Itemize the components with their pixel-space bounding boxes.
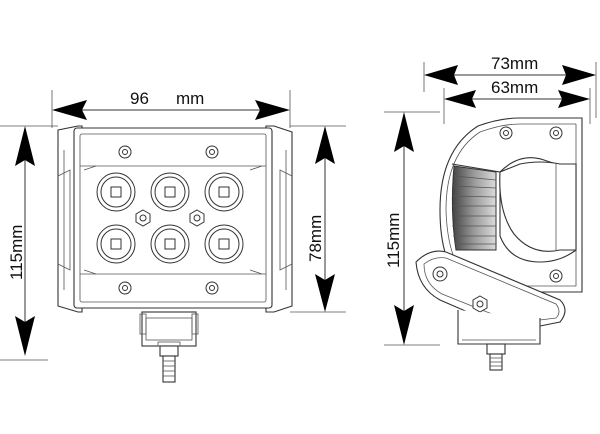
side-height-dimension: 115mm — [384, 111, 440, 346]
front-housing — [73, 127, 273, 309]
front-body-height-label: 78mm — [306, 215, 325, 262]
center-screw-left — [135, 209, 151, 227]
side-outer-width-label: 73mm — [491, 54, 538, 73]
led-3 — [204, 172, 244, 212]
front-width-dimension: 96 mm — [52, 89, 290, 120]
front-height-dimension: 115mm — [0, 125, 58, 361]
led-1 — [96, 172, 136, 212]
side-mount-base — [457, 310, 541, 371]
side-view: 73mm 63mm 115mm — [384, 54, 597, 371]
side-height-label: 115mm — [384, 213, 403, 268]
led-4 — [96, 224, 136, 264]
led-5 — [150, 224, 190, 264]
front-body-height-dimension: 78mm — [290, 125, 346, 313]
led-6 — [204, 224, 244, 264]
arrow-left — [52, 100, 87, 120]
side-bracket-arm — [415, 250, 566, 329]
front-mount-bracket — [139, 311, 199, 383]
side-inner-width-dimension: 63mm — [444, 78, 590, 108]
arrow-right — [255, 100, 290, 120]
front-width-value: 96 — [130, 89, 149, 108]
heatsink-fins — [451, 165, 497, 251]
side-screws — [499, 126, 563, 283]
led-2 — [150, 172, 190, 212]
side-outer-width-dimension: 73mm — [424, 54, 596, 85]
front-width-unit: mm — [176, 89, 204, 108]
front-view: 96 mm 115mm 78mm — [0, 89, 346, 383]
side-inner-width-label: 63mm — [491, 78, 538, 97]
led-array — [96, 172, 244, 264]
front-screws — [118, 145, 219, 295]
front-height-label: 115mm — [7, 225, 26, 280]
center-screw-right — [189, 209, 205, 227]
